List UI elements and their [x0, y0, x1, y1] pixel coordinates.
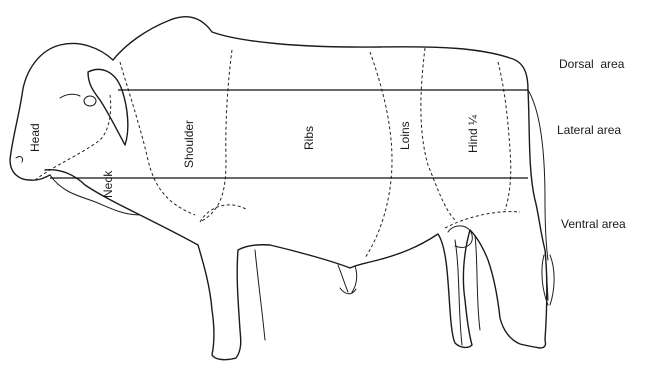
sheath [338, 265, 357, 294]
far-hind-leg [455, 236, 480, 345]
hind-rump-boundary [498, 62, 511, 210]
head-shape [10, 43, 113, 180]
ear [88, 69, 128, 145]
far-front-leg [255, 250, 265, 340]
cut-boundaries [35, 48, 520, 258]
nostril [16, 157, 23, 162]
dewlap [50, 175, 140, 215]
label-neck: Neck [101, 170, 115, 198]
brow [60, 94, 80, 98]
label-dorsal-area: Dorsal area [559, 57, 625, 71]
label-lateral-area: Lateral area [557, 123, 621, 137]
shoulder-ribs-boundary [200, 50, 248, 222]
label-ribs: Ribs [302, 126, 316, 150]
label-hind: Hind ¼ [466, 114, 480, 153]
label-shoulder: Shoulder [182, 120, 196, 168]
loins-hind-boundary [421, 48, 455, 220]
eye [84, 96, 96, 106]
body-outline [45, 17, 547, 360]
belly-boundary [445, 212, 520, 228]
label-head: Head [28, 123, 42, 152]
tail-switch [542, 255, 554, 305]
head-neck-boundary [35, 95, 111, 180]
ribs-loins-boundary [365, 52, 392, 258]
label-ventral-area: Ventral area [561, 217, 626, 231]
label-loins: Loins [398, 121, 412, 150]
